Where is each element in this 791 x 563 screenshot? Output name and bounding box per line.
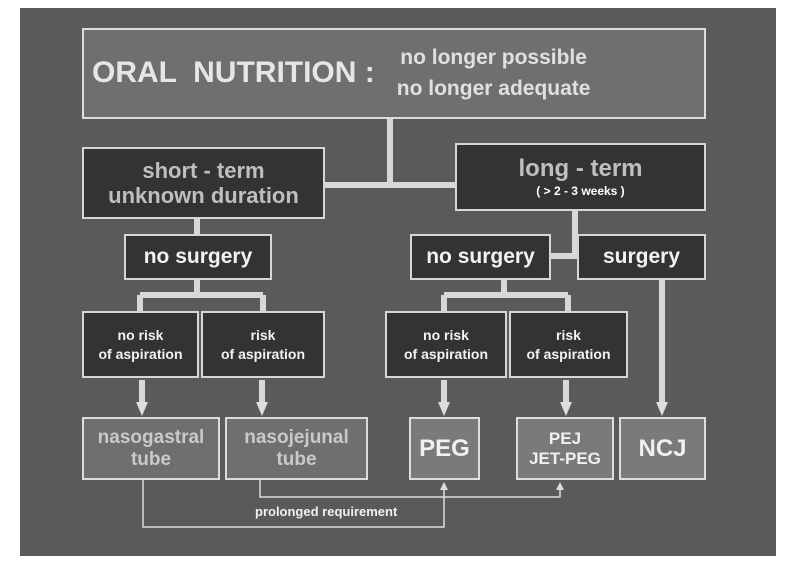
no-risk-short-line-1: no risk — [117, 326, 164, 343]
risk-short-line-2: of aspiration — [220, 346, 305, 362]
header-conditions: no longer possible no longer adequate — [397, 46, 591, 100]
ncj-box: NCJ — [619, 417, 706, 480]
prolonged-requirement-label: prolonged requirement — [252, 504, 401, 519]
no-risk-long-line-1: no risk — [423, 326, 469, 343]
no-surgery-long-label: no surgery — [426, 244, 535, 268]
header-condition-1: no longer possible — [400, 46, 587, 70]
connector-long-fork — [441, 278, 571, 313]
no-surgery-long-box: no surgery — [410, 234, 551, 280]
long-term-line-2: ( > 2 - 3 weeks ) — [536, 184, 625, 199]
risk-short-line-1: risk — [250, 326, 276, 343]
no-surgery-short-box: no surgery — [124, 234, 272, 280]
header-title: ORAL NUTRITION : — [92, 56, 375, 90]
connector-layer — [136, 117, 668, 528]
pej-jet-peg-box: PEJ JET-PEG — [516, 417, 614, 480]
header-condition-2: no longer adequate — [396, 76, 591, 100]
peg-box: PEG — [409, 417, 480, 480]
short-term-line-1: short - term — [142, 157, 265, 183]
peg-label: PEG — [419, 434, 470, 462]
no-risk-aspiration-long-box: no risk of aspiration — [385, 311, 507, 378]
pej-line-1: PEJ — [548, 428, 582, 448]
pej-line-2: JET-PEG — [529, 448, 601, 468]
no-surgery-short-label: no surgery — [143, 244, 253, 268]
nasogastral-tube-box: nasogastral tube — [82, 417, 220, 480]
nasojejunal-tube-box: nasojejunal tube — [225, 417, 368, 480]
no-risk-aspiration-short-box: no risk of aspiration — [82, 311, 199, 378]
nasogastral-line-1: nasogastral — [97, 426, 205, 448]
arrow-prolonged-nasojejunal-to-pej — [259, 479, 564, 498]
risk-long-line-2: of aspiration — [526, 346, 611, 362]
nasojejunal-line-2: tube — [276, 448, 317, 470]
nasojejunal-line-1: nasojejunal — [244, 426, 349, 448]
risk-long-line-1: risk — [556, 326, 581, 343]
risk-aspiration-short-box: risk of aspiration — [201, 311, 325, 378]
short-term-box: short - term unknown duration — [82, 147, 325, 219]
no-risk-short-line-2: of aspiration — [98, 346, 183, 362]
long-term-box: long - term ( > 2 - 3 weeks ) — [455, 143, 706, 211]
long-term-line-1: long - term — [518, 154, 643, 182]
no-risk-long-line-2: of aspiration — [403, 346, 488, 362]
nasogastral-line-2: tube — [130, 448, 172, 470]
ncj-label: NCJ — [638, 434, 687, 462]
surgery-label: surgery — [602, 244, 681, 268]
flowchart-slide: ORAL NUTRITION : no longer possible no l… — [20, 8, 776, 556]
risk-aspiration-long-box: risk of aspiration — [509, 311, 628, 378]
arrow-prolonged-nasogastral-to-peg — [142, 479, 448, 528]
surgery-box: surgery — [577, 234, 706, 280]
connector-short-fork — [137, 278, 266, 313]
short-term-line-2: unknown duration — [108, 183, 299, 208]
oral-nutrition-header: ORAL NUTRITION : no longer possible no l… — [82, 28, 706, 119]
